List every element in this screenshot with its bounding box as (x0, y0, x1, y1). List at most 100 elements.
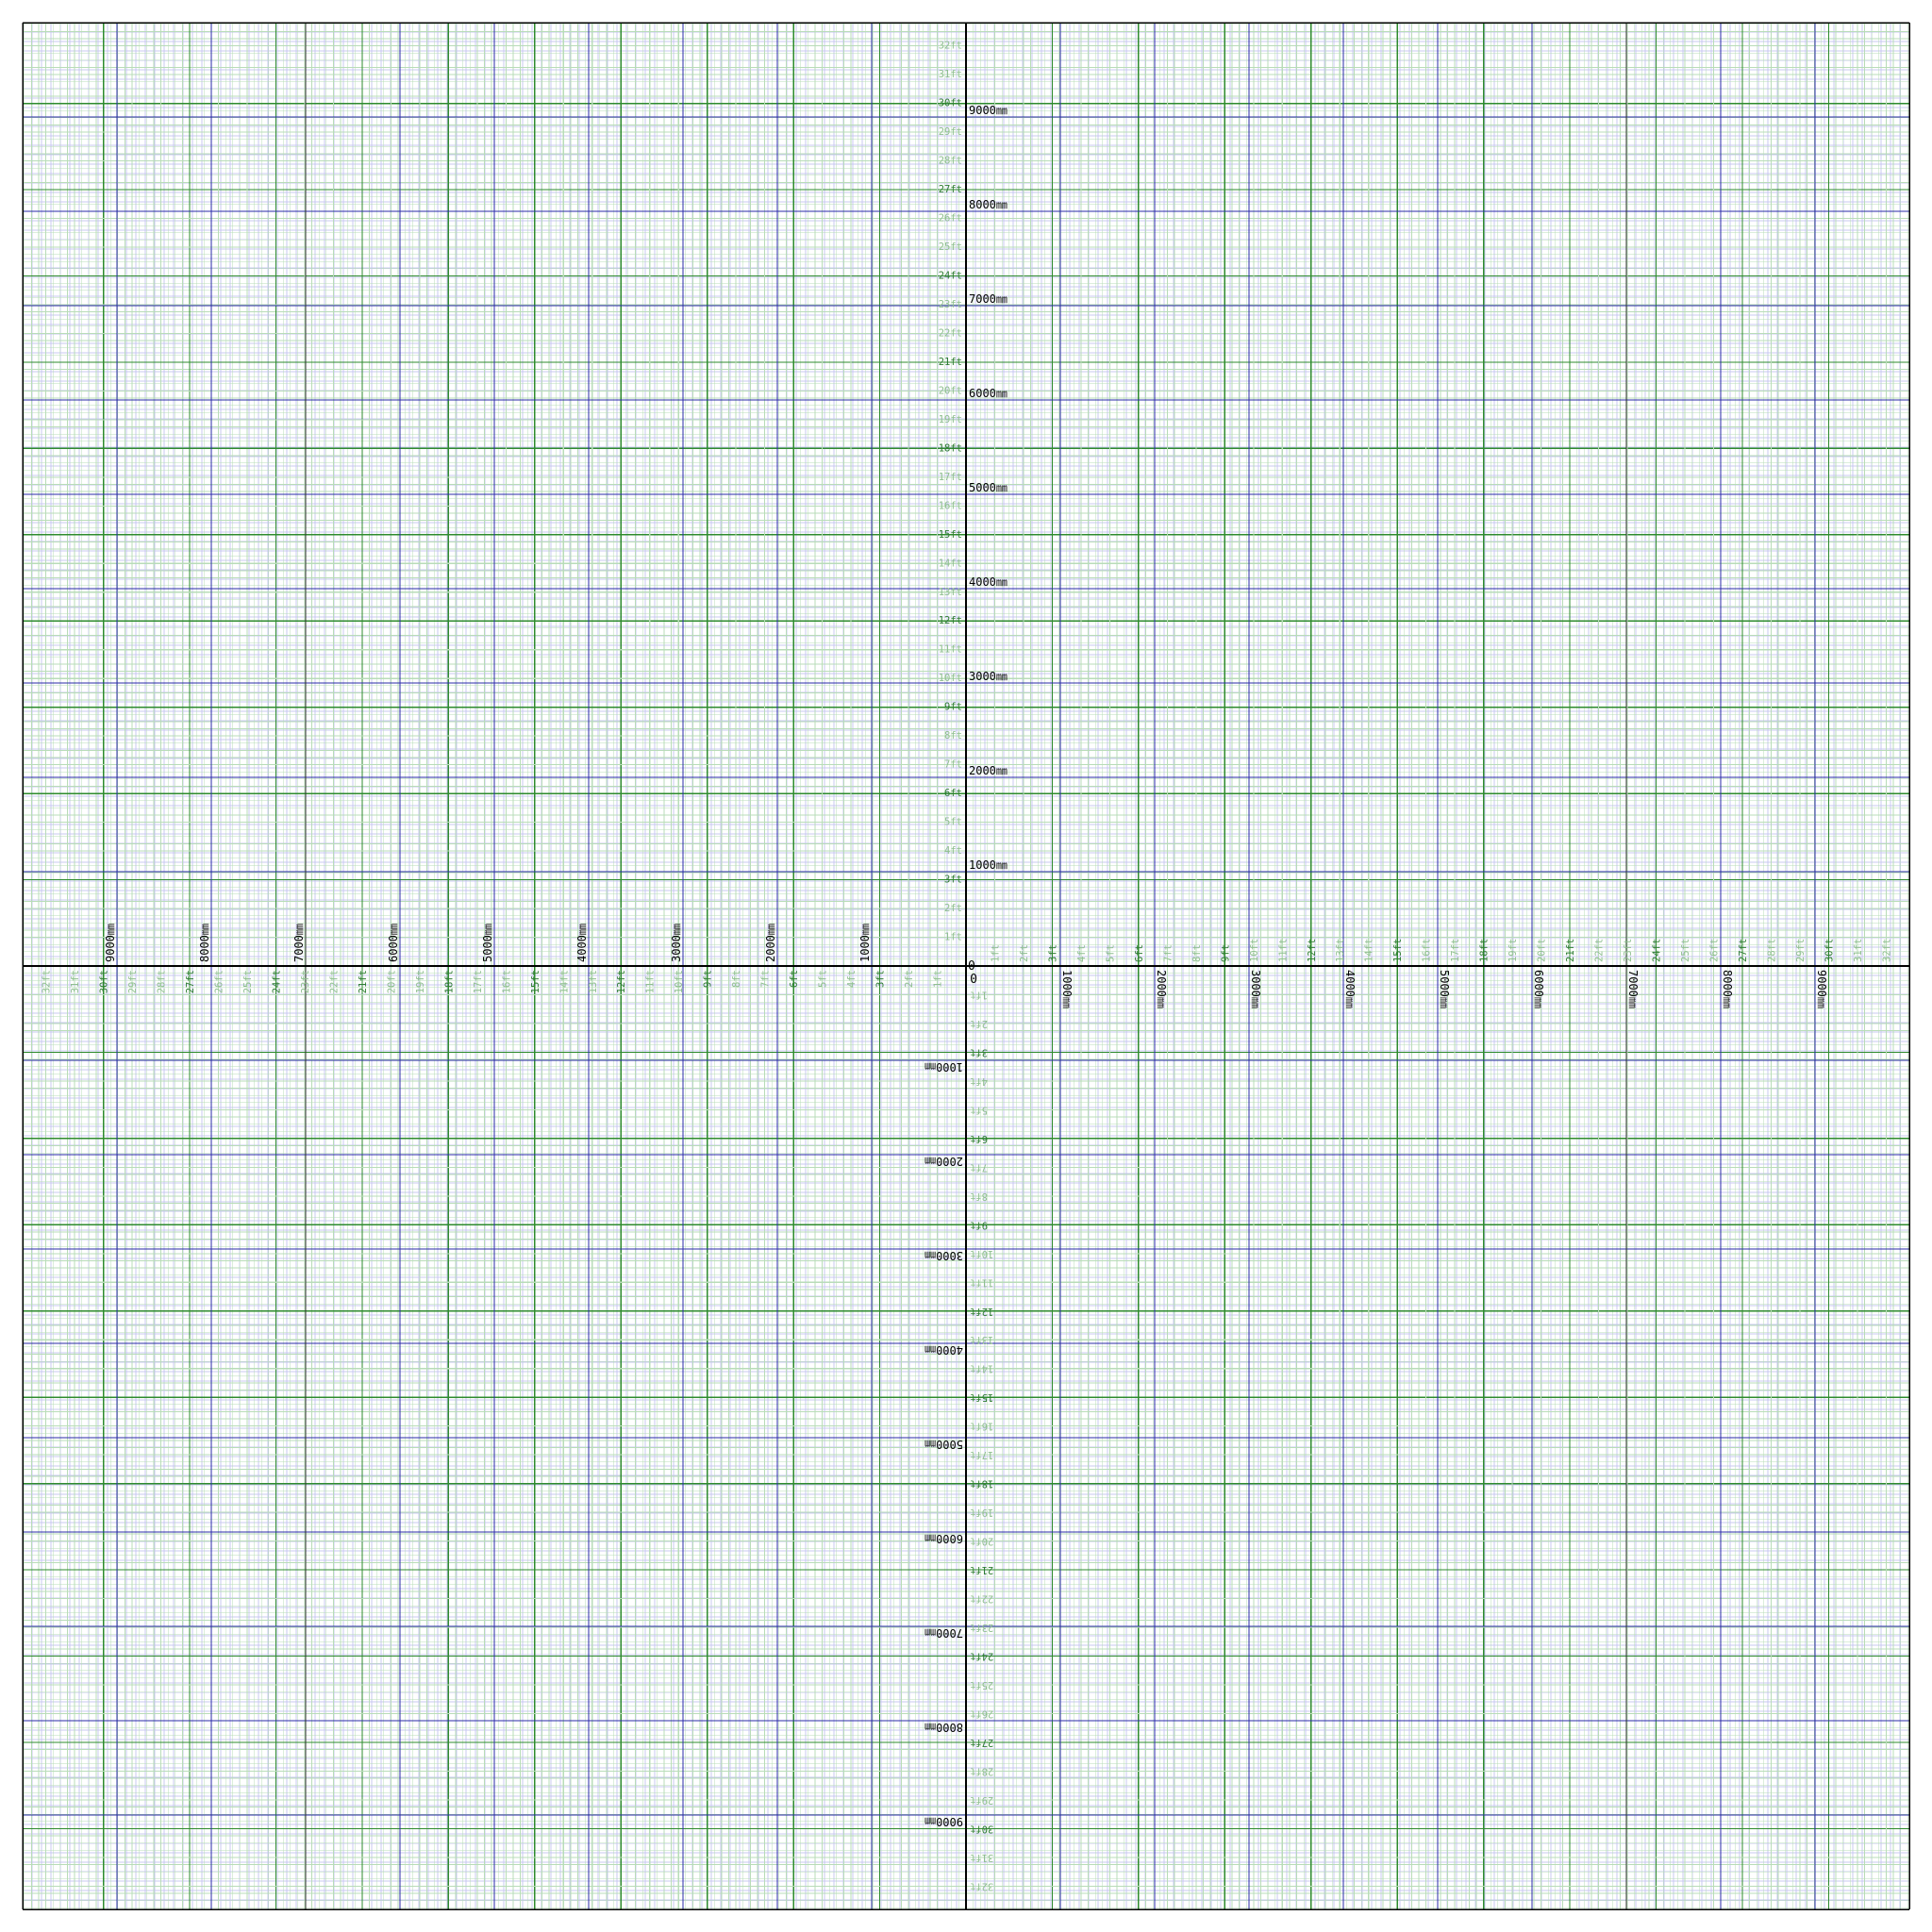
metric-label-x-negative: 8000㎜ (198, 924, 211, 962)
imperial-label-x-positive: 9ft (1220, 944, 1231, 962)
imperial-label-x-negative: 14ft (558, 970, 570, 993)
imperial-label-x-positive: 21ft (1565, 939, 1576, 962)
metric-label-y-positive: 4000㎜ (969, 575, 1008, 589)
imperial-label-y-positive: 2ft (944, 903, 962, 914)
imperial-label-x-positive: 3ft (1047, 944, 1058, 962)
metric-label-x-negative: 6000㎜ (387, 924, 400, 962)
imperial-label-y-negative: 20ft (970, 1536, 993, 1547)
imperial-label-y-negative: 1ft (970, 989, 988, 1000)
metric-label-y-positive: 1000㎜ (969, 858, 1008, 872)
imperial-label-x-negative: 21ft (358, 970, 369, 993)
metric-label-y-negative: 3000㎜ (924, 1249, 963, 1262)
imperial-label-y-positive: 9ft (944, 702, 962, 713)
imperial-label-x-negative: 5ft (818, 970, 829, 988)
metric-label-x-positive: 5000㎜ (1438, 970, 1451, 1008)
imperial-label-x-negative: 9ft (703, 970, 714, 988)
origin-label-x: 0 (968, 959, 975, 974)
imperial-label-x-negative: 6ft (789, 970, 800, 988)
imperial-label-x-positive: 5ft (1105, 944, 1116, 962)
imperial-label-x-positive: 2ft (1019, 944, 1030, 962)
imperial-label-x-positive: 26ft (1708, 939, 1720, 962)
imperial-label-x-positive: 30ft (1824, 939, 1835, 962)
imperial-label-y-positive: 17ft (939, 472, 962, 483)
imperial-label-x-positive: 4ft (1076, 944, 1088, 962)
imperial-label-x-negative: 27ft (185, 970, 196, 993)
imperial-label-y-negative: 19ft (970, 1507, 993, 1518)
imperial-label-y-negative: 12ft (970, 1306, 993, 1317)
imperial-label-x-negative: 4ft (846, 970, 858, 988)
imperial-label-x-positive: 25ft (1680, 939, 1691, 962)
metric-label-x-negative: 2000㎜ (764, 924, 777, 962)
metric-label-y-positive: 8000㎜ (969, 198, 1008, 211)
imperial-label-y-positive: 3ft (944, 874, 962, 886)
imperial-label-x-positive: 28ft (1766, 939, 1777, 962)
imperial-label-y-negative: 27ft (970, 1737, 993, 1748)
imperial-label-y-negative: 32ft (970, 1880, 993, 1891)
metric-label-x-positive: 6000㎜ (1532, 970, 1545, 1008)
metric-label-y-negative: 7000㎜ (924, 1626, 963, 1640)
metric-label-y-negative: 5000㎜ (924, 1438, 963, 1451)
imperial-label-y-negative: 17ft (970, 1449, 993, 1460)
imperial-label-y-positive: 29ft (939, 126, 962, 138)
metric-label-y-positive: 3000㎜ (969, 670, 1008, 683)
imperial-label-y-positive: 6ft (944, 788, 962, 799)
imperial-label-x-positive: 22ft (1594, 939, 1606, 962)
metric-label-y-negative: 2000㎜ (924, 1155, 963, 1168)
imperial-label-y-positive: 13ft (939, 587, 962, 598)
imperial-label-y-negative: 28ft (970, 1765, 993, 1776)
metric-label-y-positive: 7000㎜ (969, 292, 1008, 306)
metric-label-x-positive: 8000㎜ (1721, 970, 1734, 1008)
imperial-label-x-positive: 31ft (1853, 939, 1864, 962)
imperial-label-x-positive: 17ft (1450, 939, 1461, 962)
imperial-label-y-negative: 6ft (970, 1133, 988, 1144)
metric-label-y-negative: 8000㎜ (924, 1721, 963, 1734)
imperial-label-x-positive: 1ft (990, 944, 1001, 962)
imperial-label-y-negative: 22ft (970, 1593, 993, 1605)
imperial-label-x-negative: 30ft (99, 970, 110, 993)
imperial-label-x-negative: 24ft (271, 970, 282, 993)
imperial-label-x-positive: 24ft (1652, 939, 1663, 962)
imperial-label-x-negative: 17ft (473, 970, 484, 993)
imperial-label-x-positive: 7ft (1162, 944, 1174, 962)
imperial-label-y-negative: 15ft (970, 1391, 993, 1403)
imperial-label-x-positive: 6ft (1134, 944, 1145, 962)
metric-label-x-positive: 7000㎜ (1626, 970, 1640, 1008)
imperial-label-x-positive: 15ft (1392, 939, 1404, 962)
imperial-label-y-positive: 28ft (939, 156, 962, 167)
metric-label-y-negative: 9000㎜ (924, 1815, 963, 1828)
imperial-label-x-positive: 8ft (1191, 944, 1203, 962)
imperial-label-x-positive: 10ft (1249, 939, 1260, 962)
imperial-label-y-negative: 30ft (970, 1823, 993, 1834)
imperial-label-x-negative: 18ft (443, 970, 455, 993)
imperial-label-y-negative: 3ft (970, 1046, 988, 1058)
imperial-label-x-negative: 8ft (731, 970, 742, 988)
imperial-label-y-negative: 29ft (970, 1794, 993, 1806)
imperial-label-y-positive: 4ft (944, 845, 962, 857)
imperial-label-y-negative: 13ft (970, 1334, 993, 1345)
imperial-label-x-negative: 31ft (70, 970, 81, 993)
imperial-label-y-negative: 2ft (970, 1018, 988, 1029)
metric-label-x-positive: 3000㎜ (1249, 970, 1262, 1008)
imperial-label-x-negative: 28ft (157, 970, 168, 993)
metric-label-y-negative: 4000㎜ (924, 1343, 963, 1357)
imperial-label-y-negative: 21ft (970, 1564, 993, 1575)
imperial-label-x-negative: 11ft (645, 970, 657, 993)
origin-label-y: 0 (970, 970, 977, 984)
imperial-label-x-positive: 32ft (1881, 939, 1892, 962)
imperial-label-x-negative: 7ft (760, 970, 772, 988)
metric-label-y-positive: 2000㎜ (969, 764, 1008, 777)
imperial-label-y-positive: 11ft (939, 644, 962, 656)
imperial-label-x-negative: 19ft (415, 970, 426, 993)
imperial-label-x-positive: 12ft (1307, 939, 1318, 962)
imperial-label-y-negative: 31ft (970, 1852, 993, 1863)
metric-label-x-positive: 1000㎜ (1060, 970, 1074, 1008)
imperial-label-x-positive: 13ft (1335, 939, 1346, 962)
imperial-label-y-positive: 1ft (944, 932, 962, 943)
metric-label-y-negative: 6000㎜ (924, 1532, 963, 1545)
imperial-label-y-negative: 25ft (970, 1679, 993, 1690)
imperial-label-x-negative: 22ft (328, 970, 340, 993)
imperial-label-x-positive: 20ft (1537, 939, 1548, 962)
imperial-label-y-positive: 14ft (939, 558, 962, 569)
grid-labels: 1000㎜1000㎜1000㎜1000㎜2000㎜2000㎜2000㎜2000㎜… (42, 41, 1893, 1892)
